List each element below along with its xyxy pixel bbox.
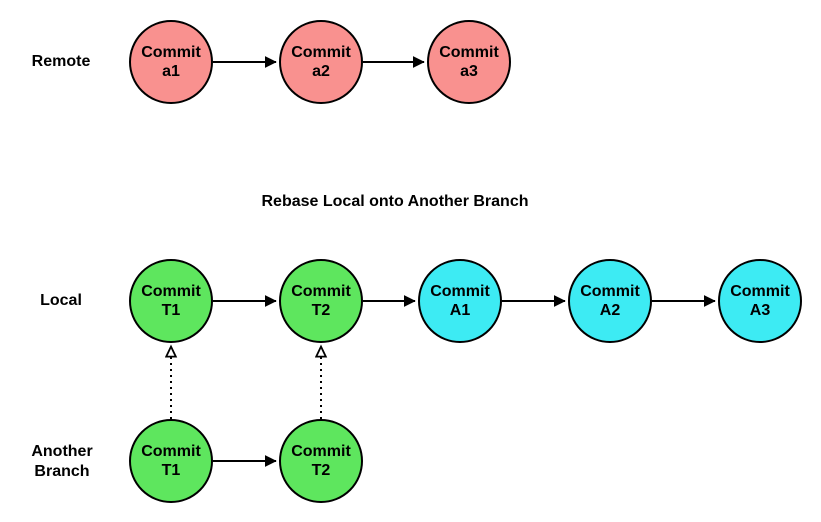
row-label-another-line1: Another — [31, 443, 93, 460]
commit-label-line2: a1 — [162, 63, 180, 80]
commit-label-line2: T2 — [311, 302, 331, 319]
diagram-title: Rebase Local onto Another Branch — [261, 193, 529, 210]
row-label-local: Local — [40, 292, 82, 309]
commit-node-another-t2: Commit T2 — [279, 419, 363, 503]
commit-label-line2: A3 — [749, 302, 771, 319]
commit-label-line1: Commit — [291, 283, 351, 300]
commit-node-remote-a3: Commit a3 — [427, 20, 511, 104]
commit-node-another-t1: Commit T1 — [129, 419, 213, 503]
commit-node-remote-a2: Commit a2 — [279, 20, 363, 104]
commit-label-line2: T1 — [161, 302, 181, 319]
commit-label-line2: A2 — [599, 302, 621, 319]
commit-node-local-t1: Commit T1 — [129, 259, 213, 343]
row-label-remote: Remote — [31, 53, 91, 70]
commit-label-line2: T1 — [161, 462, 181, 479]
commit-node-local-a1: Commit A1 — [418, 259, 502, 343]
row-label-another-line2: Branch — [34, 463, 90, 480]
commit-node-remote-a1: Commit a1 — [129, 20, 213, 104]
commit-label-line1: Commit — [291, 443, 351, 460]
commit-label-line1: Commit — [730, 283, 790, 300]
commit-label-line1: Commit — [141, 283, 201, 300]
commit-label-line1: Commit — [580, 283, 640, 300]
commit-label-line1: Commit — [141, 443, 201, 460]
commit-label-line1: Commit — [439, 44, 499, 61]
commit-label-line2: T2 — [311, 462, 331, 479]
commit-label-line1: Commit — [430, 283, 490, 300]
commit-node-local-a2: Commit A2 — [568, 259, 652, 343]
commit-label-line2: A1 — [449, 302, 471, 319]
commit-label-line2: a2 — [312, 63, 330, 80]
commit-label-line2: a3 — [460, 63, 478, 80]
commit-node-local-a3: Commit A3 — [718, 259, 802, 343]
commit-label-line1: Commit — [141, 44, 201, 61]
commit-node-local-t2: Commit T2 — [279, 259, 363, 343]
row-label-another-branch: Another Branch — [31, 442, 92, 482]
commit-label-line1: Commit — [291, 44, 351, 61]
